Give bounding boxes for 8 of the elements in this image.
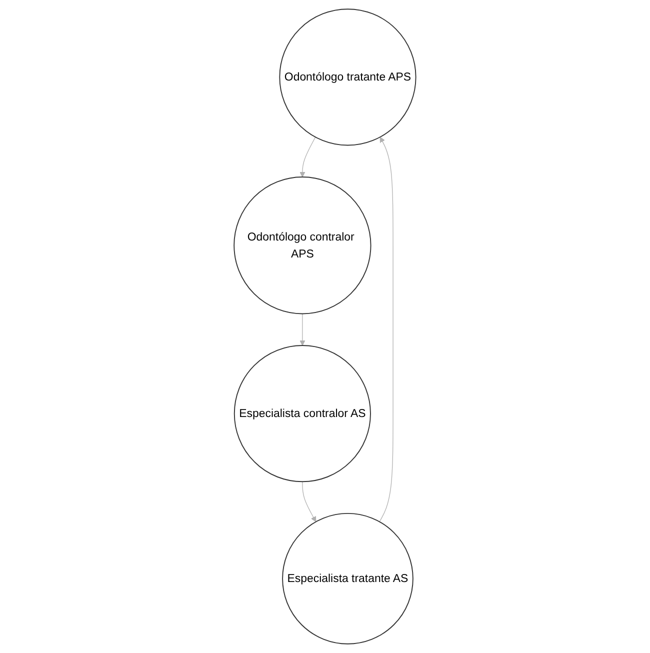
arrow bbox=[302, 481, 316, 522]
node-circle: Odontólogo tratante APS bbox=[279, 8, 416, 146]
node-circle: Odontólogo contralor APS bbox=[234, 176, 372, 314]
node-circle: Especialista tratante AS bbox=[282, 513, 414, 644]
arrow bbox=[300, 136, 316, 178]
arrow bbox=[300, 313, 306, 346]
node-circle: Especialista contralor AS bbox=[234, 345, 372, 482]
arrow bbox=[379, 136, 394, 522]
